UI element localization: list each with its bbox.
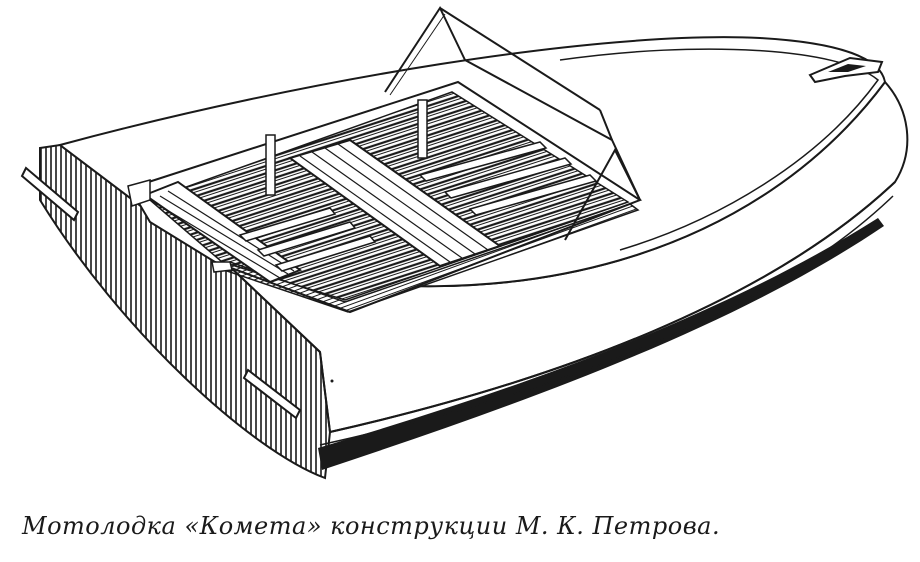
transom-step xyxy=(211,261,233,273)
cockpit-post-1 xyxy=(265,134,276,196)
cockpit-post-2 xyxy=(417,99,428,159)
boat-illustration xyxy=(20,5,909,480)
rear-bench xyxy=(142,180,303,284)
transom-bracket-right xyxy=(242,368,302,420)
middle-seat xyxy=(287,138,503,268)
windshield xyxy=(384,5,641,241)
transom xyxy=(39,143,332,480)
hull-waterline xyxy=(318,218,884,470)
hull-lower-line xyxy=(319,195,894,446)
figure-caption: Мотолодка «Комета» конструкции М. К. Пет… xyxy=(22,512,721,540)
stern-corner xyxy=(127,179,151,207)
transom-bracket-left xyxy=(20,166,80,222)
floor-slats xyxy=(238,141,598,272)
hull-chine-line xyxy=(329,181,896,433)
deck-edge-line xyxy=(559,48,880,251)
hull-dot xyxy=(330,379,334,383)
